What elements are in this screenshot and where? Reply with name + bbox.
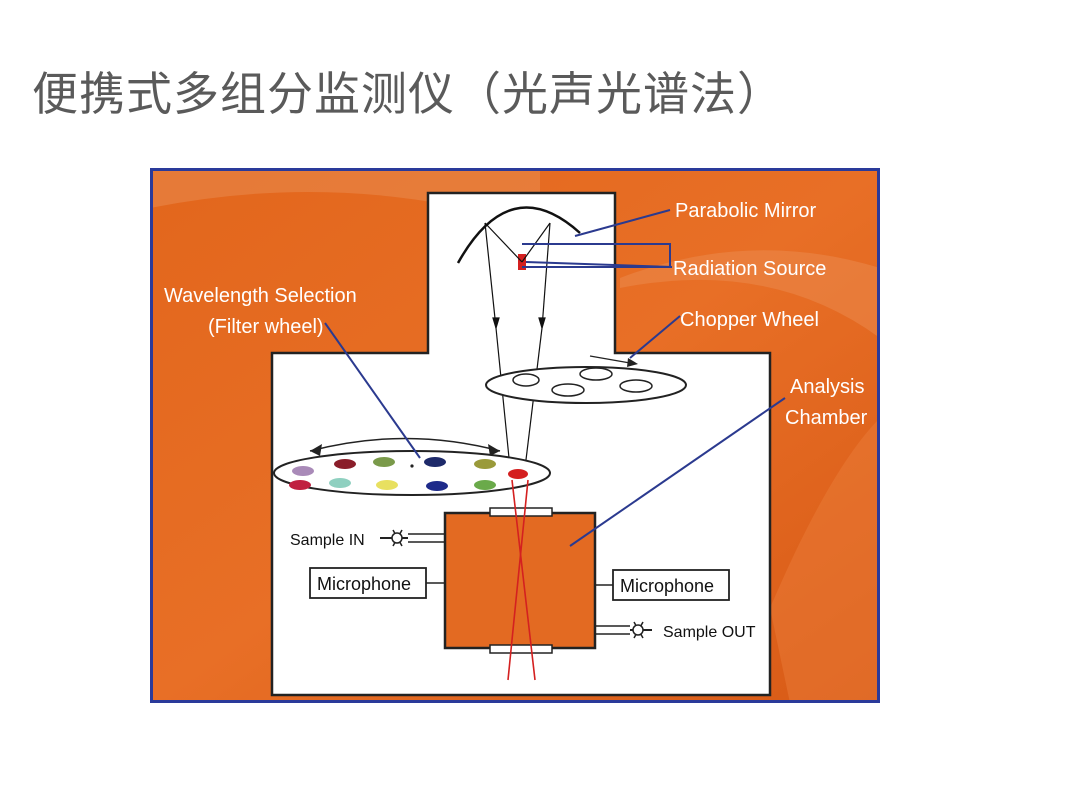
wavelength-selection-label-2: (Filter wheel) [208, 316, 324, 338]
chopper-wheel-label: Chopper Wheel [680, 309, 819, 331]
sample-in-valve [380, 529, 445, 547]
leader-lines [324, 209, 786, 547]
chamber-window-bottom [489, 644, 553, 654]
parabolic-mirror-label: Parabolic Mirror [675, 200, 816, 222]
sample-in-label: Sample IN [290, 532, 365, 549]
parabolic-mirror [456, 206, 581, 264]
microphone-left-box [309, 567, 427, 599]
background-swirl-2 [620, 250, 880, 338]
wavelength-selection-label-1: Wavelength Selection [164, 285, 357, 307]
filter-slots-bottom [289, 478, 496, 491]
analysis-chamber [443, 511, 597, 650]
microphone-right-box [612, 569, 730, 601]
photoacoustic-diagram: Sample IN Sample OUT Microphone Micropho… [150, 168, 880, 703]
slide-title: 便携式多组分监测仪（光声光谱法） [32, 67, 784, 121]
background-swirl-3 [770, 418, 880, 703]
diagram-svg: Sample IN Sample OUT Microphone Micropho… [150, 168, 880, 703]
analysis-chamber-label-1: Analysis [790, 376, 864, 398]
sample-out-valve [595, 621, 652, 639]
microphone-right-label: Microphone [620, 576, 714, 596]
radiation-source-label: Radiation Source [673, 258, 826, 280]
light-rays [484, 222, 551, 331]
filter-wheel [273, 450, 551, 496]
filter-rotation-arrow [309, 437, 501, 456]
chamber-beams [507, 479, 536, 681]
diagram-frame [150, 168, 880, 703]
filter-slots-top [292, 457, 528, 479]
microphone-left-label: Microphone [317, 574, 411, 594]
background-swirl [150, 168, 540, 228]
sample-out-label: Sample OUT [663, 624, 756, 641]
chopper-wheel [485, 355, 687, 404]
chamber-window-top [489, 507, 553, 517]
analysis-chamber-label-2: Chamber [785, 407, 868, 429]
radiation-leader [525, 261, 673, 268]
